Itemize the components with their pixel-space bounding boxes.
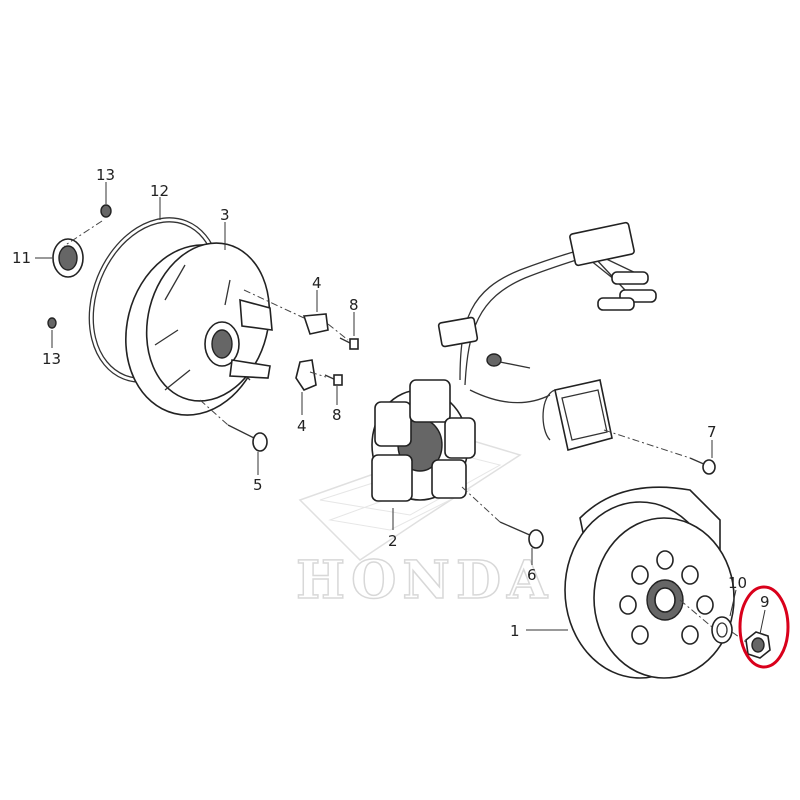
callout-5: 5 <box>253 476 263 494</box>
callout-7: 7 <box>707 423 717 441</box>
callout-8-bottom: 8 <box>332 406 342 424</box>
screw-part-8-top <box>339 337 359 350</box>
callout-13-bottom: 13 <box>42 350 61 368</box>
screw-part-5 <box>227 424 268 452</box>
callout-3: 3 <box>220 206 230 224</box>
callout-10: 10 <box>728 574 747 592</box>
callout-1: 1 <box>510 622 520 640</box>
screw-part-8-bottom <box>324 374 343 386</box>
callout-4-bottom: 4 <box>297 417 307 435</box>
callout-9: 9 <box>760 593 770 611</box>
callout-6: 6 <box>527 566 537 584</box>
callout-11: 11 <box>12 249 31 267</box>
callout-4-top: 4 <box>312 274 322 292</box>
leader-lines <box>35 182 766 635</box>
callout-8-top: 8 <box>349 296 359 314</box>
screw-part-6 <box>499 521 544 549</box>
screw-part-7 <box>689 457 716 475</box>
callout-12: 12 <box>150 182 169 200</box>
clamp-part-4-top <box>302 313 329 335</box>
washer-part-13-bottom <box>47 317 57 329</box>
oil-seal-part-11 <box>52 238 84 278</box>
highlight-circle-part-9 <box>738 585 790 669</box>
clamp-part-4-bottom <box>295 359 317 391</box>
stator-part-2 <box>371 379 476 502</box>
nut-part-9 <box>745 631 771 659</box>
washer-part-13-top <box>100 204 112 218</box>
assembly-axis-lines <box>63 220 747 643</box>
flywheel-part-1 <box>564 486 735 679</box>
callout-13-top: 13 <box>96 166 115 184</box>
callout-2: 2 <box>388 532 398 550</box>
washer-part-10 <box>711 616 733 644</box>
wiring-harness <box>437 221 657 404</box>
pulser-coil <box>542 379 613 451</box>
base-plate-part-3 <box>125 242 273 416</box>
honda-watermark-text: HONDA <box>296 550 553 611</box>
